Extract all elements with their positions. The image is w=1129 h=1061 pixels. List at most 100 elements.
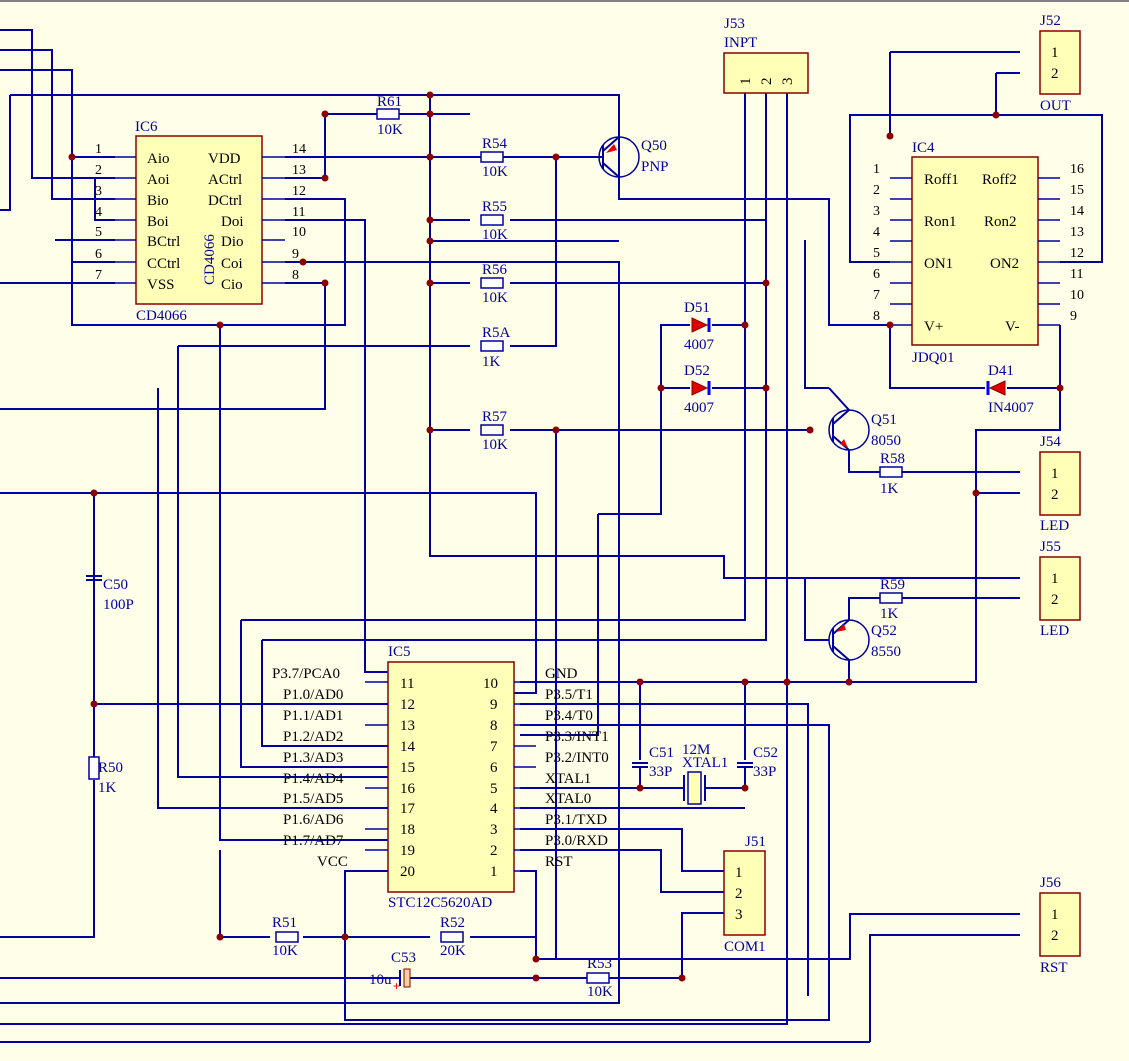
pin-number: 3 <box>490 822 498 838</box>
ic4-ref: IC4 <box>912 140 935 156</box>
capacitors: C50 100P C51 33P C52 33P + C53 10u <box>86 575 778 993</box>
pin-number: 13 <box>292 163 306 178</box>
pin-number: 2 <box>1051 592 1059 608</box>
j54-ref: J54 <box>1040 434 1061 450</box>
j56-value: RST <box>1040 960 1068 976</box>
pin-number: 9 <box>490 697 498 713</box>
pin-number: 13 <box>1070 225 1084 240</box>
pin-number: 12 <box>1070 246 1084 261</box>
pin-name: Aio <box>147 151 170 167</box>
transistor-q50: Q50 PNP <box>556 136 669 178</box>
pin-name: P1.4/AD4 <box>283 771 344 787</box>
pin-name: BCtrl <box>147 234 180 250</box>
j53-value: INPT <box>724 35 757 51</box>
pin-number: 1 <box>1051 466 1059 482</box>
xtal-value: 12M <box>682 742 710 758</box>
c50-ref: C50 <box>103 577 128 593</box>
transistor-q52: Q52 8550 <box>828 619 901 661</box>
xtal-ref: XTAL1 <box>682 755 728 771</box>
ic6-cd4066: IC6 CD4066 CD4066 1 2 3 4 5 6 7 Aio Aoi … <box>95 119 306 324</box>
ic5-stc12c5620ad: IC5 STC12C5620AD 11 12 13 14 15 16 17 18… <box>272 644 609 911</box>
pin-name: P3.5/T1 <box>545 687 593 703</box>
pin-name: Doi <box>221 214 244 230</box>
crystal-xtal1: 12M XTAL1 <box>682 742 728 805</box>
c52-value: 33P <box>753 764 776 780</box>
r50-value: 1K <box>98 780 117 796</box>
pin-number: 1 <box>490 864 498 880</box>
d41-ref: D41 <box>988 363 1014 379</box>
q50-value: PNP <box>641 159 669 175</box>
pin-name: DCtrl <box>208 193 242 209</box>
q51-ref: Q51 <box>871 412 897 428</box>
ic6-part-vertical: CD4066 <box>202 234 218 285</box>
pin-number: 2 <box>873 183 880 198</box>
q50-ref: Q50 <box>641 138 667 154</box>
pin-number: 5 <box>95 225 102 240</box>
pin-name: CCtrl <box>147 256 180 272</box>
pin-number: 11 <box>1070 267 1083 282</box>
d51-ref: D51 <box>684 300 710 316</box>
pin-number: 5 <box>490 781 498 797</box>
pin-name: P1.2/AD2 <box>283 729 343 745</box>
pin-number: 1 <box>1051 45 1059 61</box>
pin-number: 7 <box>490 739 498 755</box>
pin-number: 1 <box>873 162 880 177</box>
pin-number: 7 <box>873 288 880 303</box>
q52-value: 8550 <box>871 644 901 660</box>
pin-name: Ron2 <box>984 214 1017 230</box>
j51-value: COM1 <box>724 939 766 955</box>
pin-name: P1.0/AD0 <box>283 687 343 703</box>
pin-name: P3.1/TXD <box>545 812 607 828</box>
c51-ref: C51 <box>649 745 674 761</box>
pin-number: 2 <box>759 78 775 86</box>
pin-number: 6 <box>490 760 498 776</box>
pin-name: Dio <box>221 234 244 250</box>
pin-name: VCC <box>317 854 348 870</box>
r55-ref: R55 <box>482 199 507 215</box>
pin-name: Roff2 <box>982 172 1017 188</box>
pin-number: 2 <box>1051 66 1059 82</box>
r51-ref: R51 <box>272 915 297 931</box>
r56-ref: R56 <box>482 262 508 278</box>
pin-number: 14 <box>1070 204 1084 219</box>
q52-ref: Q52 <box>871 623 897 639</box>
pin-number: 11 <box>292 205 305 220</box>
r59-ref: R59 <box>880 577 905 593</box>
pin-name: Ron1 <box>924 214 957 230</box>
ic4-part: JDQ01 <box>912 350 955 366</box>
j51-ref: J51 <box>745 834 766 850</box>
r61-ref: R61 <box>377 94 402 110</box>
r54-ref: R54 <box>482 136 508 152</box>
pin-name: RST <box>545 854 573 870</box>
pin-number: 4 <box>95 205 102 220</box>
r50-ref: R50 <box>98 760 123 776</box>
junction-dots <box>68 91 1064 982</box>
j54-value: LED <box>1040 518 1069 534</box>
pin-number: 1 <box>1051 571 1059 587</box>
pin-number: 13 <box>400 718 415 734</box>
pin-name: XTAL1 <box>545 771 591 787</box>
connector-j56: J56 RST 1 2 <box>1039 875 1081 976</box>
pin-number: 10 <box>292 225 306 240</box>
pin-number: 5 <box>873 246 880 261</box>
pin-name: Coi <box>221 256 243 272</box>
pin-number: 16 <box>1070 162 1084 177</box>
c53-ref: C53 <box>391 950 416 966</box>
pin-name: ON1 <box>924 256 953 272</box>
r55-value: 10K <box>482 227 508 243</box>
r58-value: 1K <box>880 481 899 497</box>
ic5-ref: IC5 <box>388 644 411 660</box>
d41-value: IN4007 <box>988 400 1034 416</box>
r61-value: 10K <box>377 122 403 138</box>
pin-name: VDD <box>208 151 241 167</box>
pin-number: 12 <box>292 184 306 199</box>
pin-number: 3 <box>873 204 880 219</box>
pin-name: P3.2/INT0 <box>545 750 609 766</box>
pin-name: P1.3/AD3 <box>283 750 343 766</box>
ic4-jdq01: IC4 JDQ01 1 2 3 4 5 6 7 8 Roff1 Ron1 ON1… <box>873 140 1084 366</box>
pin-name: Cio <box>221 277 243 293</box>
resistors: R61 10K R54 10K R55 10K R56 10K R5A 1K R… <box>88 94 905 1000</box>
pin-name: P1.7/AD7 <box>283 833 344 849</box>
c50-value: 100P <box>103 597 134 613</box>
j52-value: OUT <box>1040 98 1071 114</box>
